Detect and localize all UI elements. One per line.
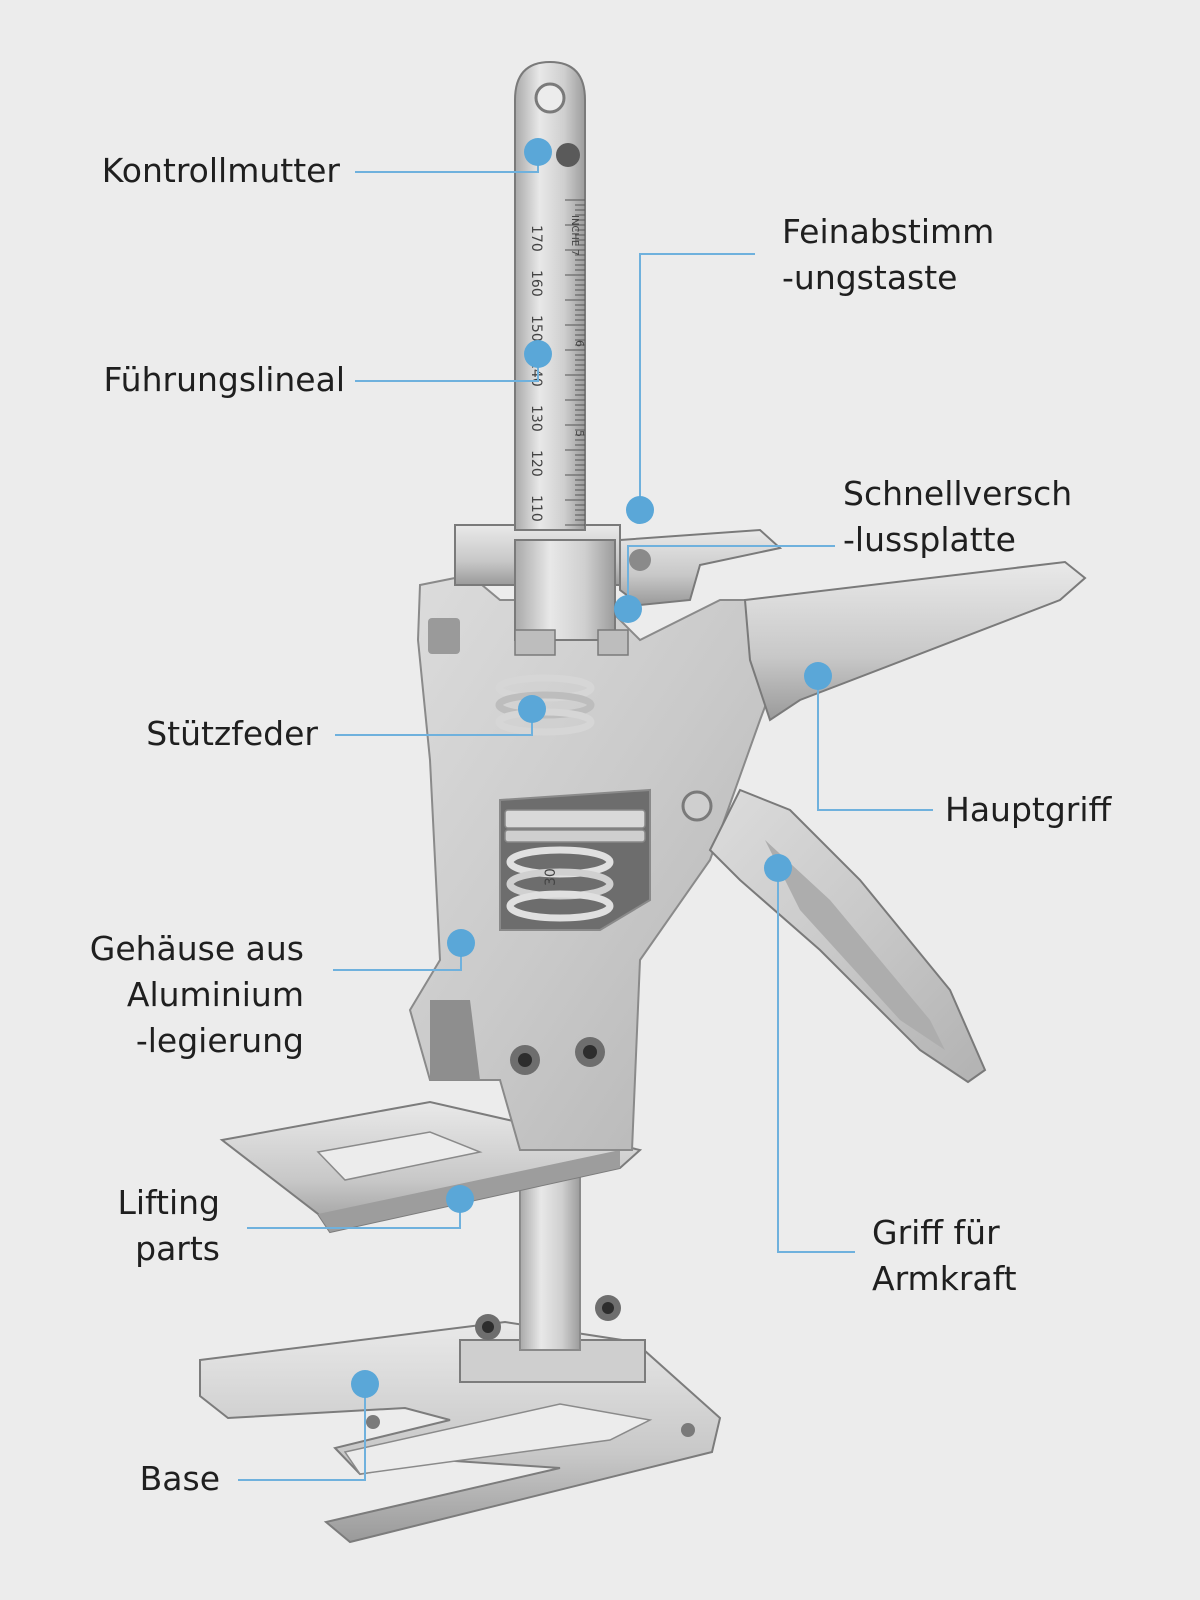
label-gehaeuse: Gehäuse aus Aluminium -legierung [40, 926, 304, 1064]
label-line: Stützfeder [146, 714, 318, 753]
top-clamp [454, 524, 783, 656]
label-line: Armkraft [872, 1259, 1017, 1298]
ruler-number: 110 [528, 495, 544, 522]
marker-base [351, 1370, 379, 1398]
marker-lifting [446, 1185, 474, 1213]
leader-line [238, 1386, 366, 1481]
label-fuehrungslineal: Führungslineal [40, 357, 346, 403]
label-line: Kontrollmutter [101, 151, 340, 190]
marker-fuehrungslineal [524, 340, 552, 368]
marker-gehaeuse [447, 929, 475, 957]
label-griff-armkraft: Griff für Armkraft [872, 1210, 1017, 1302]
label-line: Griff für [872, 1213, 1000, 1252]
marker-griff-armkraft [764, 854, 792, 882]
ruler-number: 120 [528, 450, 544, 477]
inner-spring: 30 [504, 809, 646, 922]
marker-dots [351, 138, 832, 1398]
label-base: Base [40, 1456, 220, 1502]
label-schnellverschluss: Schnellversch -lussplatte [843, 471, 1072, 563]
marker-feinabstimm [626, 496, 654, 524]
label-feinabstimm: Feinabstimm -ungstaste [782, 209, 994, 301]
label-line: -legierung [135, 1021, 304, 1060]
ruler-number: 150 [528, 315, 544, 342]
ruler-number: 170 [528, 225, 544, 252]
marker-stuetzfeder [518, 695, 546, 723]
label-hauptgriff: Hauptgriff [945, 787, 1111, 833]
leader-line [817, 677, 933, 811]
label-stuetzfeder: Stützfeder [40, 711, 318, 757]
label-line: -ungstaste [782, 258, 958, 297]
ruler-number: 160 [528, 270, 544, 297]
label-line: Hauptgriff [945, 790, 1112, 829]
label-line: Führungslineal [103, 360, 346, 399]
marker-kontrollmutter [524, 138, 552, 166]
main-handle [743, 560, 1087, 722]
label-lifting-parts: Lifting parts [40, 1180, 220, 1272]
ruler-inch-label: INCHE 7 [569, 215, 580, 256]
spring-marking: 30 [543, 868, 559, 886]
ruler-inch-mark: 5 [573, 430, 586, 437]
label-line: parts [135, 1229, 220, 1268]
label-line: Base [139, 1459, 220, 1498]
label-line: Lifting [117, 1183, 220, 1222]
leader-line [355, 152, 539, 173]
label-line: Gehäuse aus [89, 929, 304, 968]
leader-line [777, 870, 855, 1253]
leader-line [627, 545, 835, 607]
label-line: Aluminium [126, 975, 304, 1014]
leader-line [355, 356, 539, 382]
marker-schnellverschluss [614, 595, 642, 623]
leader-line [639, 253, 755, 512]
marker-hauptgriff [804, 662, 832, 690]
label-line: Schnellversch [843, 474, 1073, 513]
ruler-inch-mark: 6 [573, 340, 586, 347]
label-kontrollmutter: Kontrollmutter [40, 148, 340, 194]
base-plate [199, 1295, 722, 1544]
label-line: -lussplatte [843, 520, 1016, 559]
label-line: Feinabstimm [782, 212, 995, 251]
ruler-number: 130 [528, 405, 544, 432]
